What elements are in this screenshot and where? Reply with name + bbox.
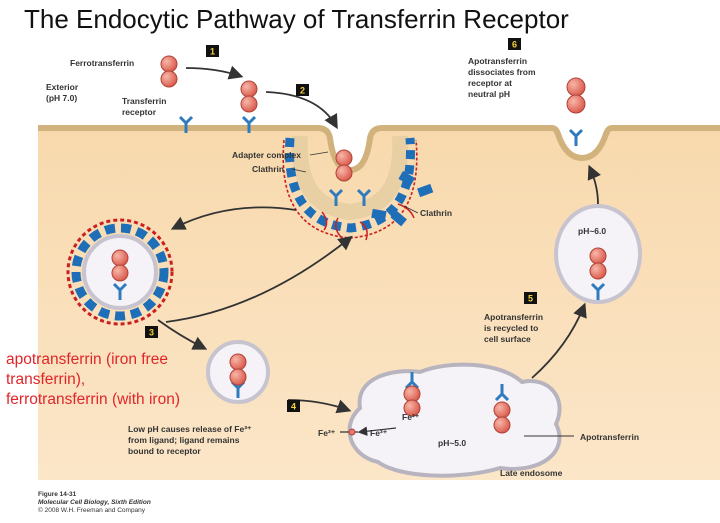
step4-line2: from ligand; ligand remains — [128, 435, 240, 445]
svg-text:1: 1 — [210, 47, 215, 57]
pathway-arrows — [157, 65, 601, 414]
step5-line3: cell surface — [484, 334, 531, 344]
step-badge-3: 3 — [145, 326, 158, 338]
step5-line2: is recycled to — [484, 323, 538, 333]
ferrotransferrin-molecules — [111, 55, 353, 386]
label-pointer-lines — [291, 151, 419, 214]
step6-line1: Apotransferrin — [468, 56, 527, 66]
svg-text:2: 2 — [300, 86, 305, 96]
transferrin-receptors — [112, 115, 606, 402]
label-exterior: Exterior — [46, 82, 79, 92]
label-ferrotransferrin: Ferrotransferrin — [70, 58, 134, 68]
step4-line3: bound to receptor — [128, 446, 201, 456]
step4-line1: Low pH causes release of Fe³⁺ — [128, 424, 252, 434]
svg-text:5: 5 — [528, 294, 533, 304]
clathrin-triskelions — [371, 171, 434, 227]
label-adapter-complex: Adapter complex — [232, 150, 301, 160]
step-badge-2: 2 — [296, 84, 309, 96]
label-clathrin-pit: Clathrin — [252, 164, 284, 174]
svg-text:3: 3 — [149, 328, 154, 338]
svg-text:6: 6 — [512, 40, 517, 50]
apotransferrin-molecules — [403, 77, 607, 434]
annotation-line-1: apotransferrin (iron free — [6, 351, 168, 368]
step6-line3: receptor at — [468, 78, 512, 88]
step-badge-1: 1 — [206, 45, 219, 57]
annotation-line-2: transferrin), — [6, 371, 86, 388]
figure-credits: Figure 14-31 Molecular Cell Biology, Six… — [38, 491, 151, 515]
step-badge-4: 4 — [287, 400, 300, 412]
page-title: The Endocytic Pathway of Transferrin Rec… — [24, 4, 569, 34]
step6-line2: dissociates from — [468, 67, 536, 77]
figure-number: Figure 14-31 — [38, 491, 77, 498]
fe-release — [340, 426, 574, 437]
label-transferrin: Transferrin — [122, 96, 166, 106]
label-fe-ion: Fe³⁺ — [402, 412, 420, 422]
step5-line1: Apotransferrin — [484, 312, 543, 322]
step6-line4: neutral pH — [468, 89, 510, 99]
iron-state-annotation: apotransferrin (iron free transferrin), … — [6, 350, 218, 410]
copyright: © 2008 W.H. Freeman and Company — [38, 507, 146, 514]
label-ph-vesicle: pH~6.0 — [578, 226, 606, 236]
label-apotransferrin: Apotransferrin — [580, 432, 639, 442]
label-late-endosome: Late endosome — [500, 468, 563, 478]
step-badge-6: 6 — [508, 38, 521, 50]
annotation-line-3: ferrotransferrin (with iron) — [6, 391, 180, 408]
label-fe-ion-2: Fe³⁺ — [370, 428, 388, 438]
label-receptor: receptor — [122, 107, 157, 117]
label-exterior-ph: (pH 7.0) — [46, 93, 77, 103]
label-ph-endosome: pH~5.0 — [438, 438, 466, 448]
label-fe-ion-3: Fe³⁺ — [318, 428, 336, 438]
step-badge-5: 5 — [524, 292, 537, 304]
svg-text:4: 4 — [291, 402, 296, 412]
late-endosome — [347, 362, 562, 478]
book-title: Molecular Cell Biology, Sixth Edition — [38, 499, 151, 506]
label-clathrin-free: Clathrin — [420, 208, 452, 218]
